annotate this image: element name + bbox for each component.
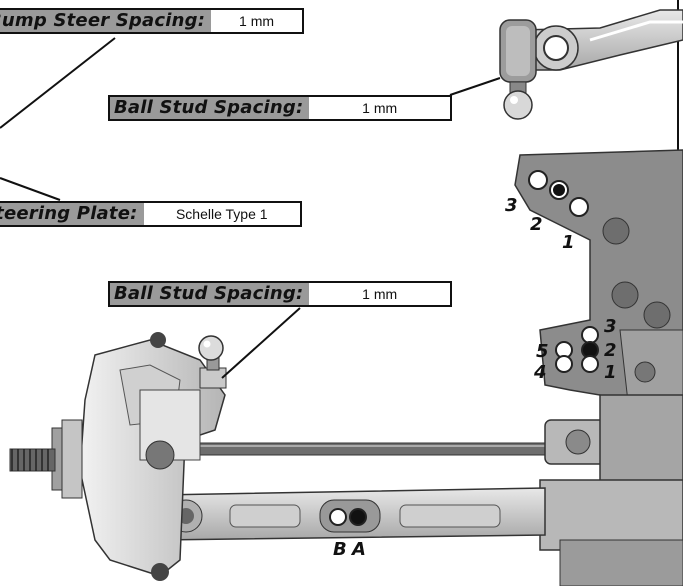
top-rod-end: [499, 9, 683, 120]
steering-plate-callout: Steering Plate: Schelle Type 1: [0, 201, 302, 227]
ball-stud-top-callout: Ball Stud Spacing: 1 mm: [108, 95, 452, 121]
tower-lower-hole-3: 3: [604, 316, 617, 337]
leader-lines: [0, 37, 501, 379]
ball-stud-mid-label: Ball Stud Spacing:: [110, 283, 310, 305]
arm-hole-a: A: [352, 539, 366, 560]
tower-lower-hole-1: 1: [604, 362, 617, 383]
lower-arm: [159, 487, 546, 541]
bump-steer-callout: Bump Steer Spacing: 1 mm: [0, 8, 304, 34]
steering-link: [179, 419, 606, 465]
ball-stud-mid-value: 1 mm: [309, 283, 450, 305]
axle-shaft: [9, 419, 83, 499]
ball-stud-top-label: Ball Stud Spacing:: [110, 97, 310, 119]
ball-stud-top-value: 1 mm: [309, 97, 450, 119]
steering-plate-label: Steering Plate:: [0, 203, 144, 225]
ball-stud-mid-callout: Ball Stud Spacing: 1 mm: [108, 281, 452, 307]
tower-lower-hole-5: 5: [536, 341, 549, 362]
bump-steer-value: 1 mm: [211, 10, 302, 32]
steering-knuckle: [79, 332, 227, 581]
chassis-block: [539, 394, 683, 586]
tower-lower-hole-4: 4: [534, 362, 547, 383]
tower-lower-hole-2: 2: [604, 340, 617, 361]
steering-plate-value: Schelle Type 1: [143, 203, 300, 225]
bump-steer-label: Bump Steer Spacing:: [0, 10, 212, 32]
arm-hole-b: B: [333, 539, 347, 560]
tower-upper-hole-1: 1: [562, 232, 575, 253]
tower-upper-hole-2: 2: [530, 214, 543, 235]
tower-upper-hole-3: 3: [505, 195, 518, 216]
